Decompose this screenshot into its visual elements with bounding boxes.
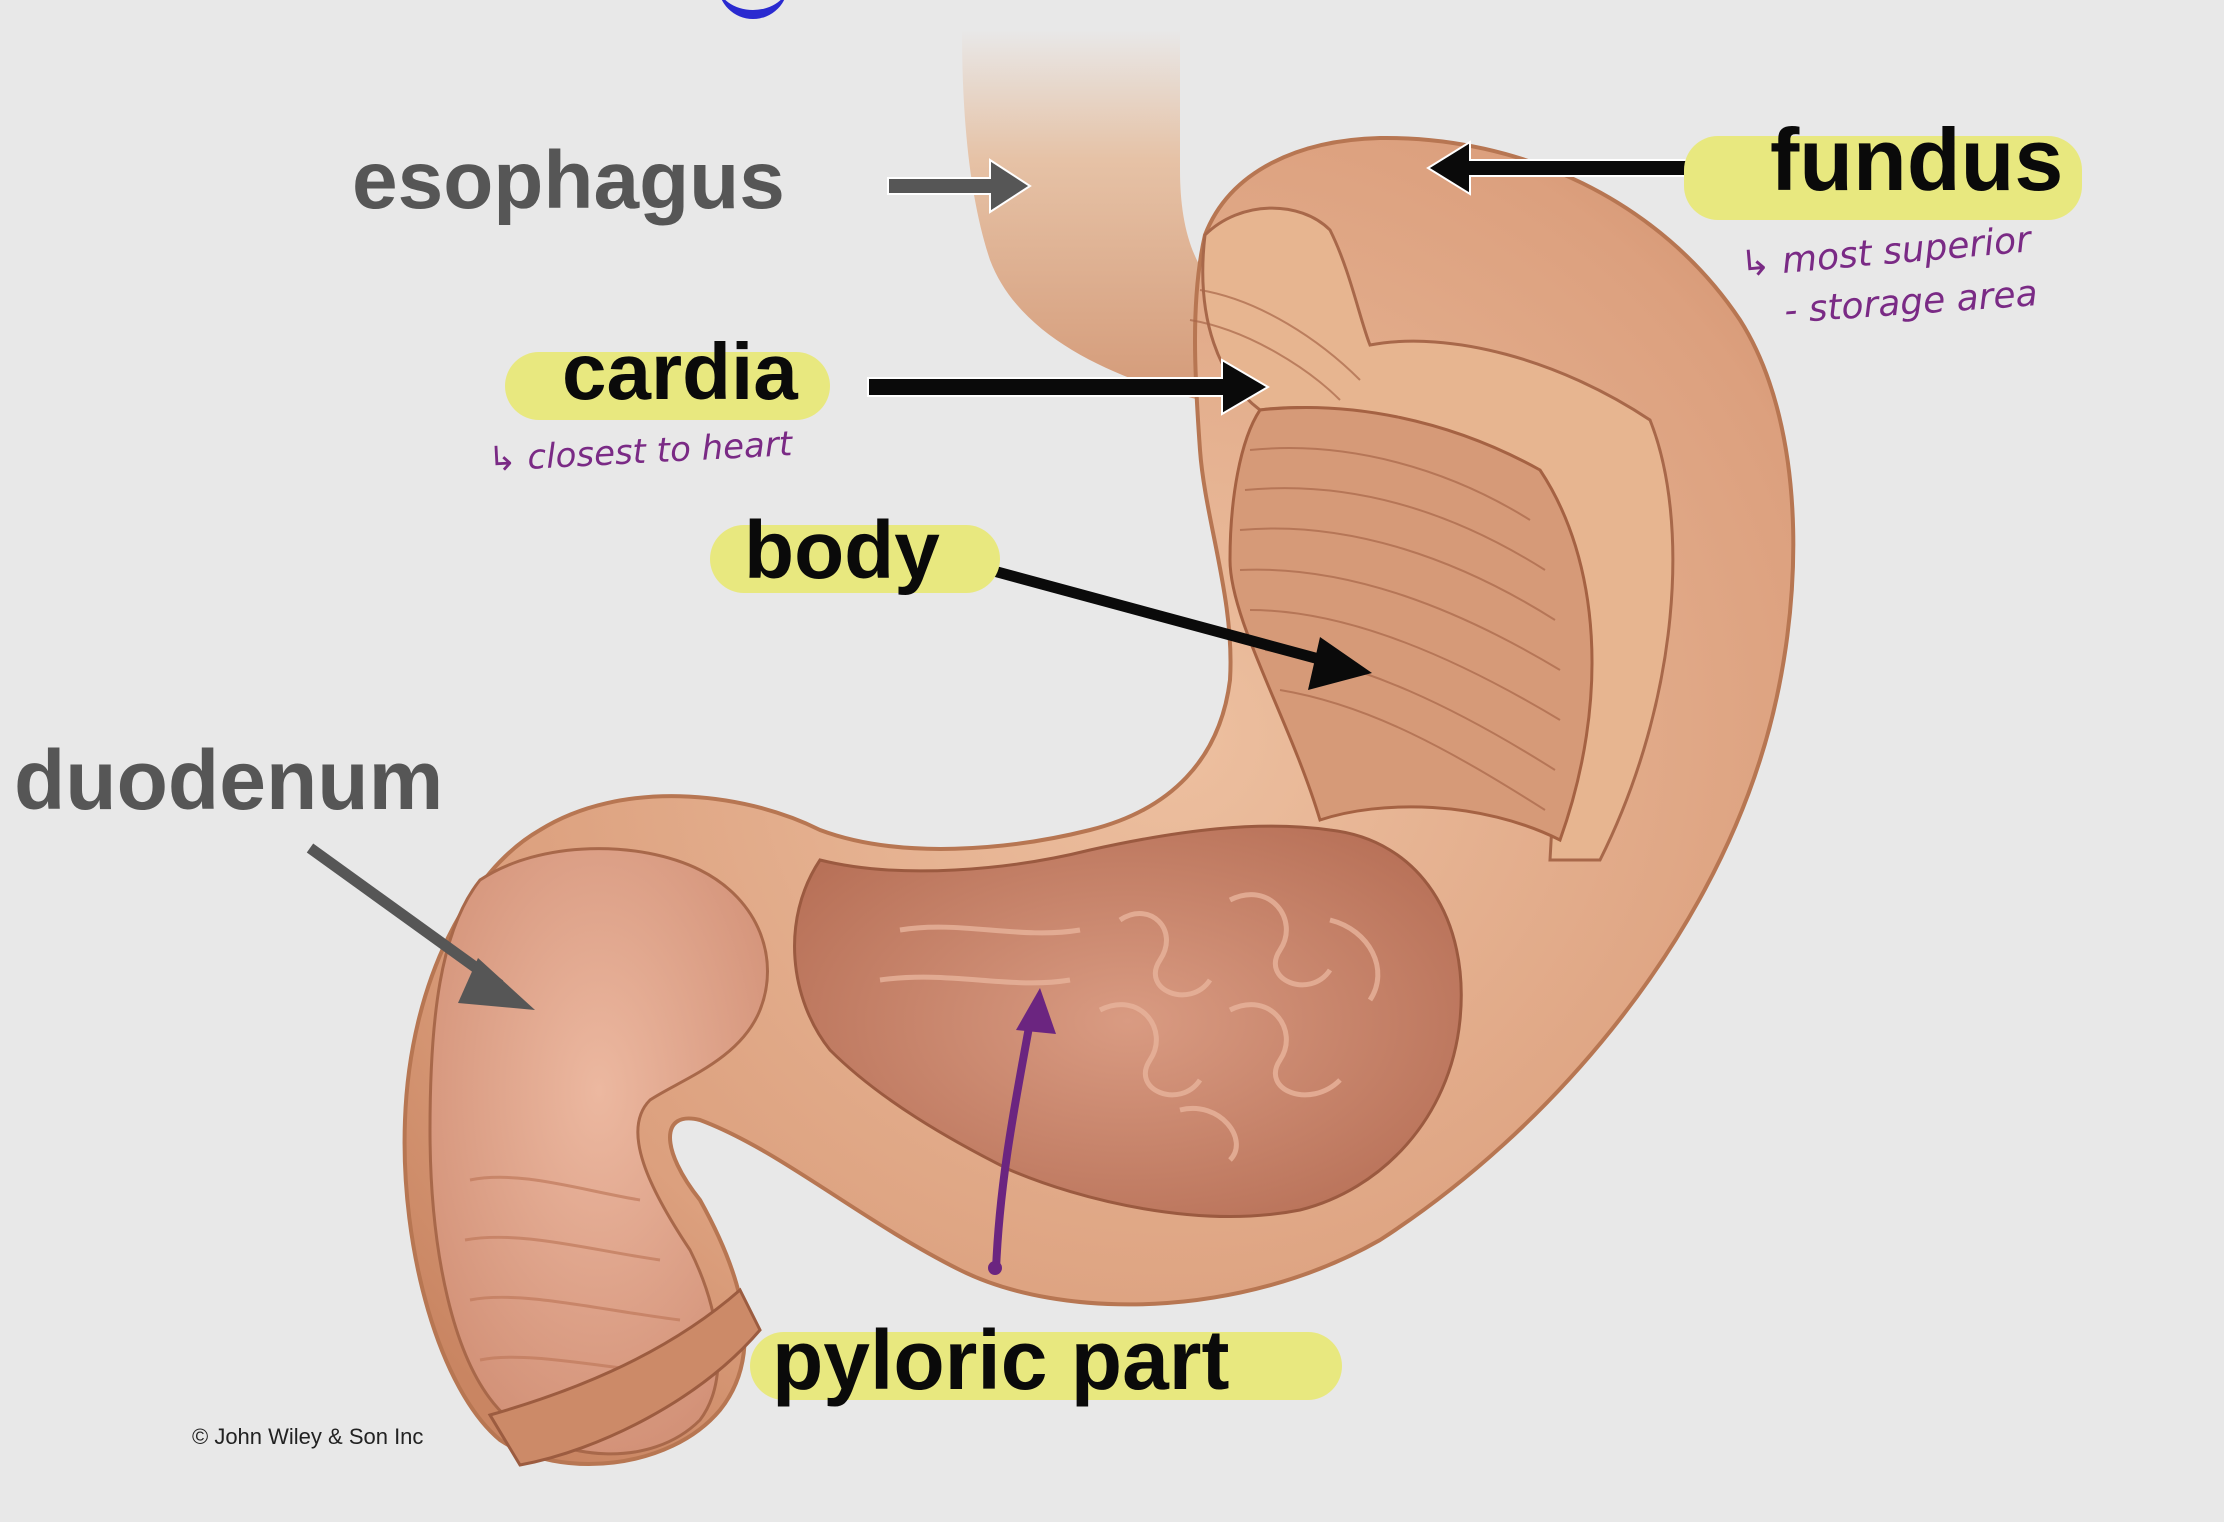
stomach-interior <box>793 824 1463 1218</box>
pyloric-arrow <box>988 988 1056 1275</box>
blue-ink-fragment <box>718 0 788 19</box>
fundus-label: fundus <box>1770 110 2064 209</box>
fundus-highlight <box>1684 136 2082 220</box>
duodenum-arrow <box>306 843 535 1010</box>
copyright-text: © John Wiley & Son Inc <box>192 1424 424 1449</box>
muscle-layer <box>1228 406 1594 843</box>
esophagus-arrow <box>887 158 1032 214</box>
cardia-highlight <box>505 352 830 420</box>
esophagus-label: esophagus <box>352 135 785 226</box>
duodenum-cut-end <box>487 1287 762 1467</box>
cardia-label: cardia <box>562 327 798 416</box>
body-highlight <box>710 525 1000 593</box>
body-label: body <box>744 505 940 596</box>
pyloric-part-label: pyloric part <box>772 1313 1230 1407</box>
body-arrow <box>988 564 1372 690</box>
pyloric-highlight <box>750 1332 1342 1400</box>
duodenum-label: duodenum <box>14 733 444 827</box>
cardia-arrow <box>867 358 1270 416</box>
esophagus-tube <box>962 30 1250 400</box>
